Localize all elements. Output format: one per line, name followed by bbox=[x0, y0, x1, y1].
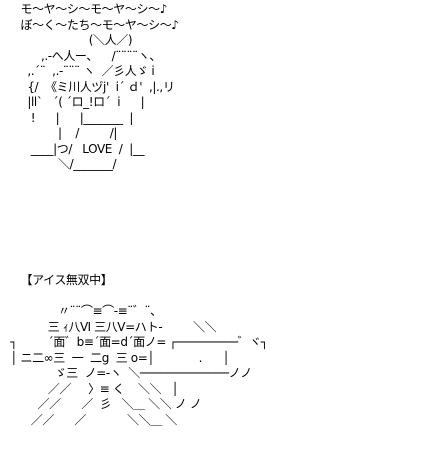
art-line: 【アイス無双中】 bbox=[0, 273, 113, 287]
art-line: ,.-へ人ー、 /¨¨¨¨ヽ、 bbox=[0, 48, 161, 63]
art-line: ┐ ´面゛b≡´面=d´面ノ= ┌─────────゛ヾ┐ bbox=[0, 335, 268, 349]
art-line: ／／ 〉≡ く ＼＼ │ bbox=[0, 381, 179, 396]
moyashi-love-art: モ〜ヤ〜シ〜モ〜ヤ〜シ〜♪ ぼ〜く〜たち〜モ〜ヤ〜シ〜♪ (＼人／) ,.-へ人… bbox=[0, 2, 424, 173]
art-line: | / /| bbox=[0, 126, 118, 140]
art-line: ゞ三 ノ=-ヽ ＼─────────────ノノ bbox=[0, 366, 253, 380]
art-line: 三 ｨ八Ⅵ 三八V=ハト- ＼＼ bbox=[0, 319, 217, 334]
art-line: ／／ ／ 彡 ＼＿ ＼＼ ノ ノ bbox=[0, 397, 202, 411]
art-line: ＼/_______/ bbox=[0, 157, 117, 171]
art-line: │ ニ二∞三 一 二g 三 o=│ . │ bbox=[0, 350, 230, 365]
art-line: |ll` ´( ´ロ_!ロ´ i | bbox=[0, 95, 145, 109]
art-line: ! | |_______ | bbox=[0, 110, 134, 125]
art-line: モ〜ヤ〜シ〜モ〜ヤ〜シ〜♪ bbox=[0, 2, 167, 16]
ice-musou-art: 【アイス無双中】 〃¨¨⌒≡⌒-≡¨゛¨、 三 ｨ八Ⅵ 三八V=ハト- ＼＼ ┐… bbox=[0, 273, 424, 428]
art-line: 〃¨¨⌒≡⌒-≡¨゛¨、 bbox=[0, 304, 162, 318]
art-line: ____|つ/ LOVE / |__ bbox=[0, 141, 145, 156]
art-line: {/ 《ミ川人ヅj' i´ ｄ' ,|.,リ bbox=[0, 79, 175, 94]
art-line: (＼人／) bbox=[0, 33, 133, 47]
art-line: ,.´¨ ,.-¨¨¨ ヽ ／彡人ゞ i bbox=[0, 64, 155, 78]
art-line: ぼ〜く〜たち〜モ〜ヤ〜シ〜♪ bbox=[0, 17, 179, 32]
art-line: ／／ ／ ＼＼＿ ＼ bbox=[0, 412, 177, 427]
